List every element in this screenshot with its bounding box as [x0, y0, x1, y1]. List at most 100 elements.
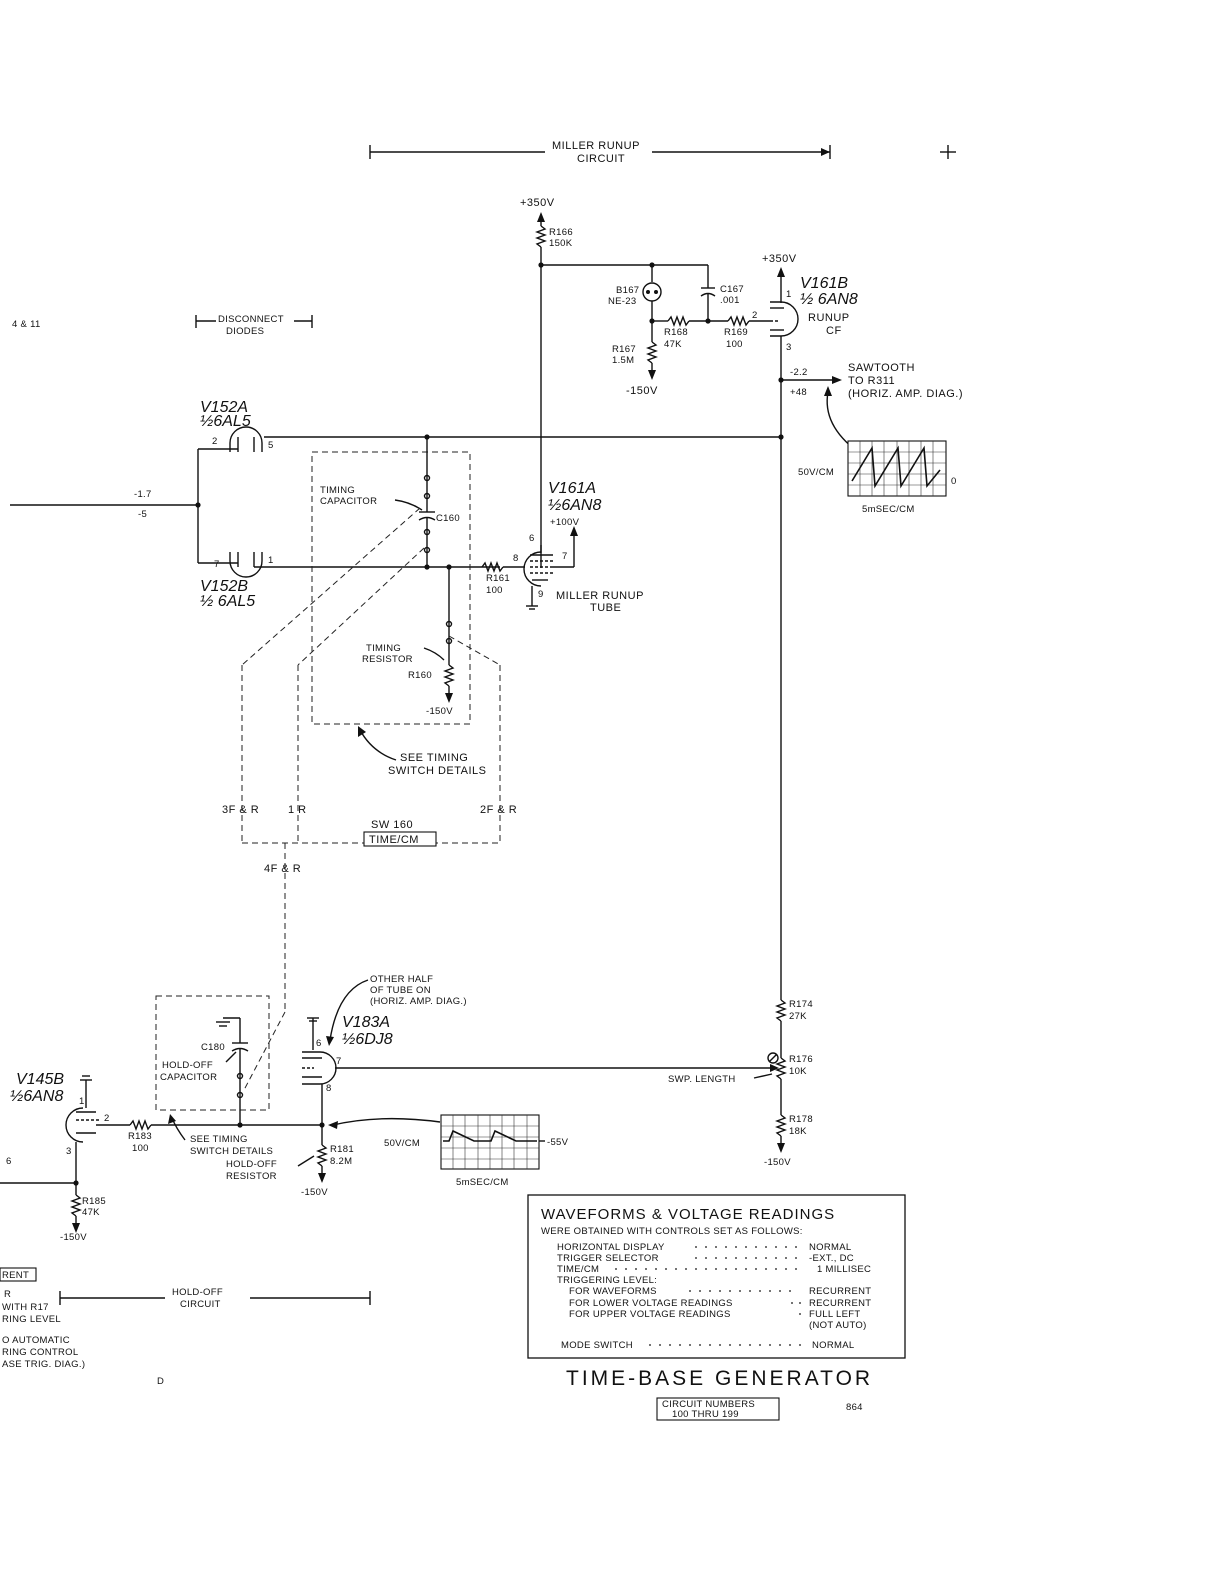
c167: C167 .001 [700, 265, 744, 321]
disconnect-label-2: DIODES [226, 326, 264, 337]
holdoff-res-2: RESISTOR [226, 1171, 277, 1182]
v152b-pin7: 7 [214, 559, 220, 570]
tube-v145b: V145B ½6AN8 1 2 3 R185 47K -150V R183 10… [0, 1071, 322, 1243]
note-key-3: TRIGGERING LEVEL: [557, 1275, 657, 1286]
v145b-type: ½6AN8 [10, 1088, 63, 1105]
holdoff-circuit-1: HOLD-OFF [172, 1287, 223, 1298]
v161b-pin2: 2 [752, 310, 758, 321]
v152a-pin2: 2 [212, 436, 218, 447]
r185-ref: R185 [82, 1196, 106, 1207]
edge-with-r17: WITH R17 [2, 1302, 49, 1313]
note-key-5: FOR LOWER VOLTAGE READINGS [569, 1298, 733, 1309]
timing-res-1: TIMING [366, 643, 401, 654]
neon-b167: B167 NE-23 R167 1.5M -150V [608, 265, 662, 397]
v-m17: -1.7 [134, 489, 152, 500]
v-m22: -2.2 [790, 367, 808, 378]
scope-upper-zero: 0 [951, 476, 957, 487]
note-key-4: FOR WAVEFORMS [569, 1286, 657, 1297]
circuit-numbers-2: 100 THRU 199 [672, 1409, 739, 1420]
r161: R161 100 8 [481, 553, 525, 596]
timing-components: C160 TIMING CAPACITOR TIMING RESISTOR R1… [241, 437, 501, 844]
other-half-1: OTHER HALF [370, 974, 433, 985]
notes-box: WAVEFORMS & VOLTAGE READINGS WERE OBTAIN… [527, 1194, 906, 1359]
note-val-7: (NOT AUTO) [809, 1320, 867, 1331]
scope-upper-tdiv: 5mSEC/CM [862, 504, 915, 515]
sw160-ref: SW 160 [371, 819, 413, 831]
see-timing-1: SEE TIMING [400, 752, 468, 764]
plus350-top-label: +350V [520, 197, 555, 209]
v161b-type: ½ 6AN8 [800, 291, 858, 308]
note-key-0: HORIZONTAL DISPLAY [557, 1242, 665, 1253]
edge-r: R [4, 1289, 11, 1300]
sawtooth-output: -2.2 +48 SAWTOOTH TO R311 (HORIZ. AMP. D… [778, 362, 963, 453]
r167-ref: R167 [612, 344, 636, 355]
see-timing-2: SWITCH DETAILS [388, 765, 486, 777]
v152a-pin5: 5 [268, 440, 274, 451]
r166-value: 150K [549, 238, 573, 249]
miller-tube-2: TUBE [590, 602, 621, 614]
v152b-ref: V152B [200, 578, 248, 595]
scope-lower-tdiv: 5mSEC/CM [456, 1177, 509, 1188]
r183-value: 100 [132, 1143, 149, 1154]
minus150-timing-label: -150V [426, 706, 453, 717]
holdoff-circuit-2: CIRCUIT [180, 1299, 221, 1310]
v152b-pin1: 1 [268, 555, 274, 566]
swp-length-label: SWP. LENGTH [668, 1074, 736, 1085]
sawtooth-3: (HORIZ. AMP. DIAG.) [848, 388, 963, 400]
r178-value: 18K [789, 1126, 807, 1137]
r166-feed: +350V R166 150K [520, 197, 708, 568]
note-val-1: -EXT., DC [809, 1253, 854, 1264]
edge-automatic: O AUTOMATIC [2, 1335, 70, 1346]
timing-res-2: RESISTOR [362, 654, 413, 665]
b167-ref: B167 [616, 285, 639, 296]
r168-value: 47K [664, 339, 682, 350]
edge-ref: 4 & 11 [12, 319, 41, 330]
r181-ref: R181 [330, 1144, 354, 1155]
minus150-r185-label: -150V [60, 1232, 87, 1243]
sw-1r: 1 R [288, 804, 307, 816]
holdoff-capacitor: C180 HOLD-OFF CAPACITOR [155, 995, 286, 1125]
note-key-2: TIME/CM [557, 1264, 599, 1275]
header-label-1: MILLER RUNUP [552, 140, 640, 152]
c180-ref: C180 [201, 1042, 225, 1053]
tube-v152a: V152A ½6AL5 2 5 [198, 399, 274, 452]
note-val-0: NORMAL [809, 1242, 851, 1253]
v145b-ref: V145B [16, 1071, 64, 1088]
v161b-pin1: 1 [786, 289, 792, 300]
r176-value: 10K [789, 1066, 807, 1077]
edge-labels: RENT R WITH R17 RING LEVEL O AUTOMATIC R… [0, 1267, 164, 1387]
r169-value: 100 [726, 339, 743, 350]
v145b-pin3: 3 [66, 1146, 72, 1157]
minus150-neon-label: -150V [626, 385, 658, 397]
timing-cap-2: CAPACITOR [320, 496, 377, 507]
c160-ref: C160 [436, 513, 460, 524]
note-val-2: 1 MILLISEC [817, 1264, 871, 1275]
scope-upper: 50V/CM 5mSEC/CM 0 [798, 440, 957, 515]
c167-ref: C167 [720, 284, 744, 295]
v183a-pin8: 8 [326, 1083, 332, 1094]
see-timing-4: SWITCH DETAILS [190, 1146, 273, 1157]
timing-cap-1: TIMING [320, 485, 355, 496]
r185-value: 47K [82, 1207, 100, 1218]
minus150-r178-label: -150V [764, 1157, 791, 1168]
see-timing-3: SEE TIMING [190, 1134, 248, 1145]
scope-lower-vdiv: 50V/CM [384, 1138, 420, 1149]
tube-v152b: 7 1 V152B ½ 6AL5 [198, 552, 500, 610]
r174-value: 27K [789, 1011, 807, 1022]
v161a-type: ½6AN8 [548, 497, 601, 514]
holdoff-circuit-marker: HOLD-OFF CIRCUIT [59, 1287, 371, 1310]
sw-4fr: 4F & R [264, 863, 301, 875]
sw-2fr: 2F & R [480, 804, 517, 816]
v-m5: -5 [138, 509, 147, 520]
sweep-length-divider: R174 27K R176 10K R178 18K -150V SWP. LE… [335, 568, 813, 1168]
v161a-pin7: 7 [562, 551, 568, 562]
sawtooth-1: SAWTOOTH [848, 362, 915, 374]
edge-base-trig: ASE TRIG. DIAG.) [2, 1359, 85, 1370]
r176-ref: R176 [789, 1054, 813, 1065]
scope-lower: -55V 50V/CM 5mSEC/CM [384, 1114, 568, 1188]
v161b-role-1: RUNUP [808, 312, 850, 324]
notes-subtitle: WERE OBTAINED WITH CONTROLS SET AS FOLLO… [541, 1226, 803, 1237]
plus100-label: +100V [550, 517, 580, 528]
scope-upper-vdiv: 50V/CM [798, 467, 834, 478]
